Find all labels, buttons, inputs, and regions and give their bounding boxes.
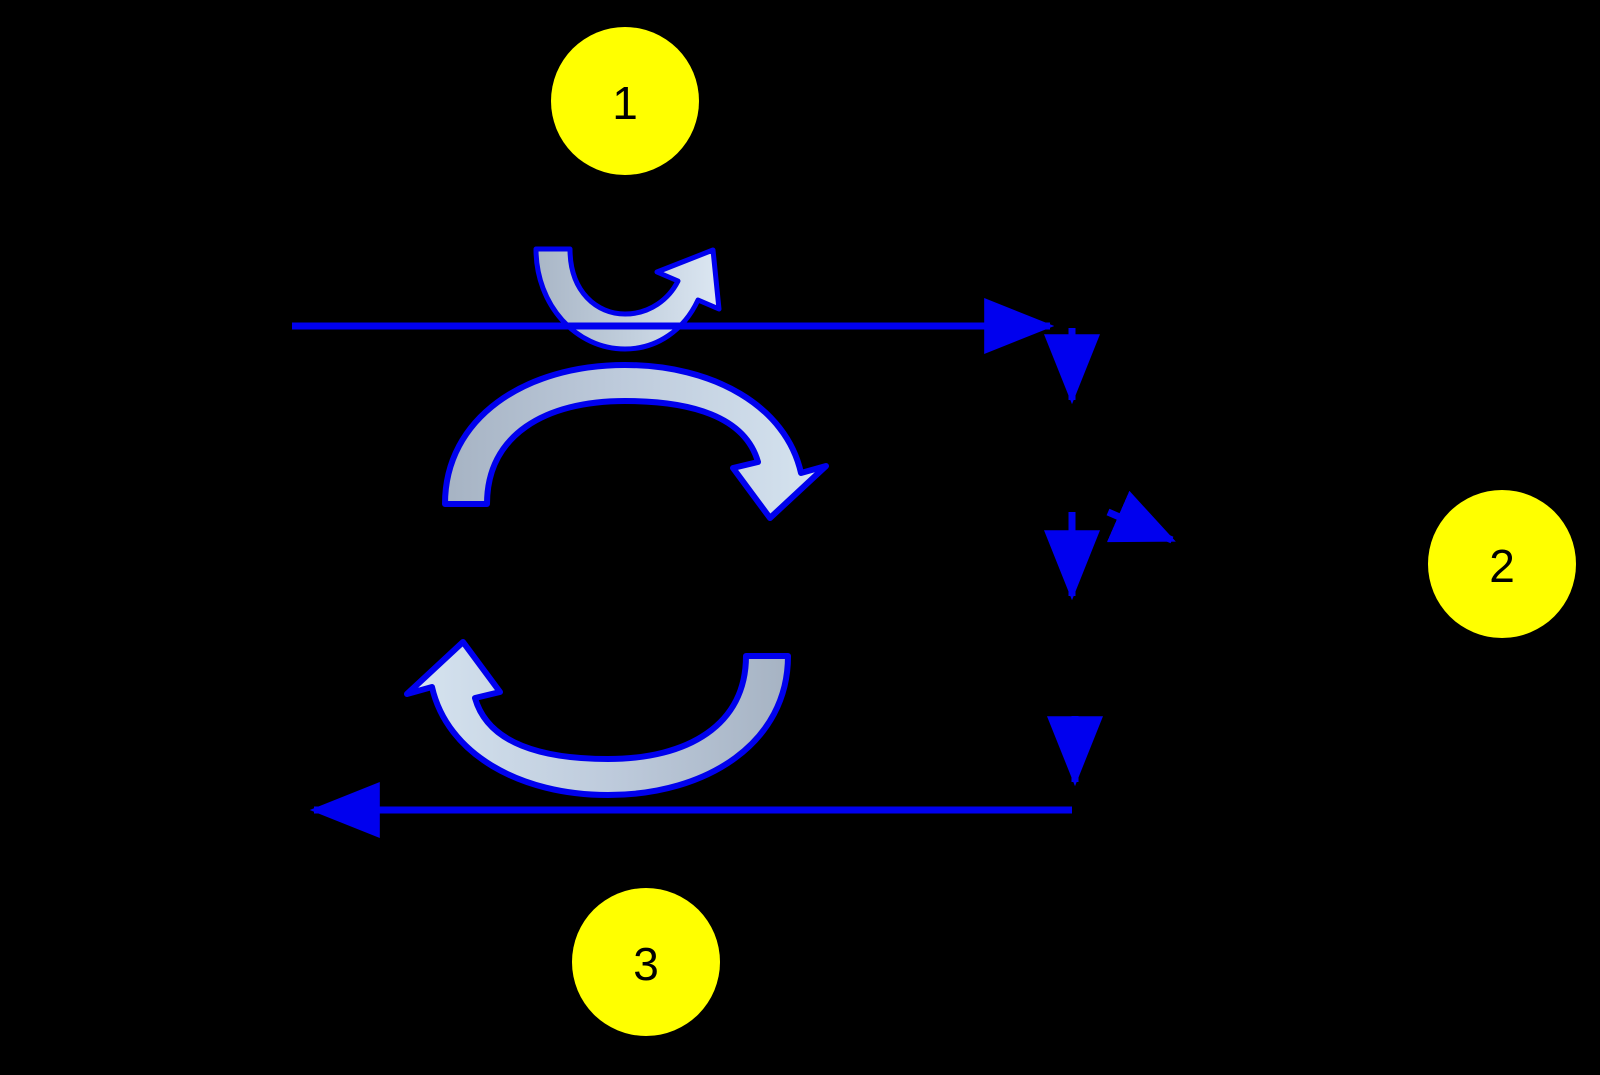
marker-2-group[interactable]: 2 xyxy=(1428,490,1576,638)
marker-1-circle[interactable] xyxy=(551,27,699,175)
marker-3-group[interactable]: 3 xyxy=(572,888,720,1036)
line-arrows-group xyxy=(292,298,1176,838)
curved-arrow-up-right-small-group xyxy=(533,246,722,352)
curved-arrow-clockwise-large-shape xyxy=(442,362,829,521)
marker-3-circle[interactable] xyxy=(572,888,720,1036)
curved-arrow-clockwise-large-group xyxy=(442,362,829,521)
marker-2-circle[interactable] xyxy=(1428,490,1576,638)
curved-arrow-counterclockwise-large-shape xyxy=(404,639,791,798)
curved-arrow-counterclockwise-large-group xyxy=(404,639,791,798)
marker-1-group[interactable]: 1 xyxy=(551,27,699,175)
arrow-down-right-diagonal xyxy=(1106,490,1176,544)
curved-arrow-up-right-small xyxy=(533,246,722,352)
